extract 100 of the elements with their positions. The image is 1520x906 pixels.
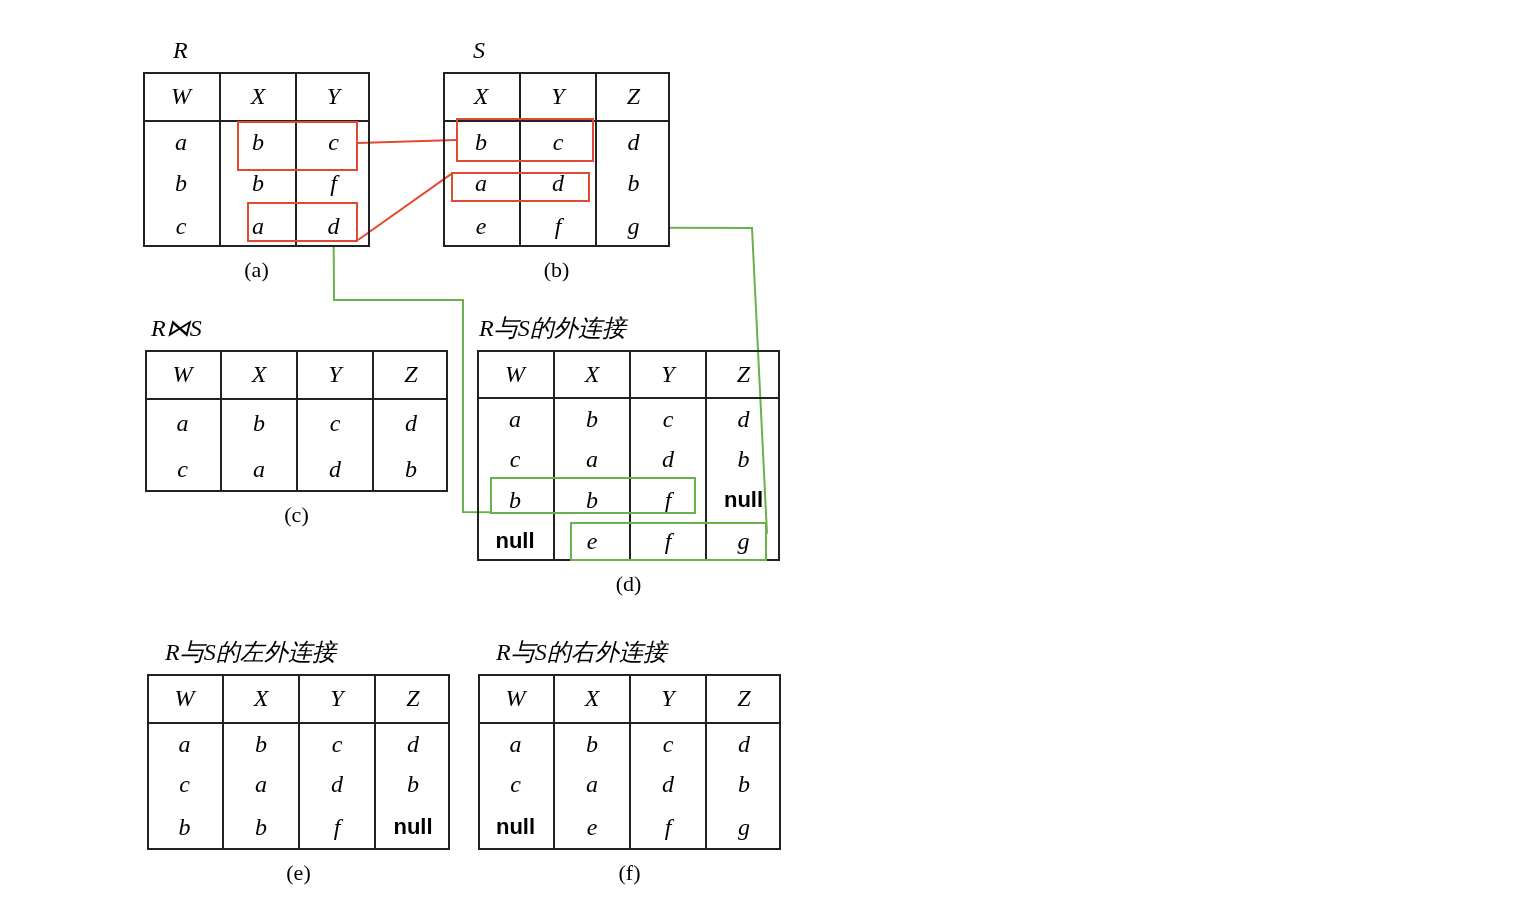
table-title: R [173, 36, 188, 65]
table-title: R与S的左外连接 [165, 638, 336, 667]
table-cell: a [475, 170, 487, 196]
table-cell: e [586, 527, 598, 554]
column-header: W [174, 685, 195, 711]
table-cell: f [554, 212, 562, 239]
column-header: Y [326, 83, 341, 109]
table-cell: f [664, 486, 672, 513]
table-cell: a [252, 212, 264, 239]
table-cell: f [664, 527, 672, 554]
table-title: R与S的外连接 [479, 314, 626, 343]
table-cell: d [737, 405, 750, 432]
table-caption: (c) [284, 502, 309, 528]
column-header: X [584, 360, 600, 387]
table-cell: c [177, 455, 188, 482]
table-cell: d [738, 730, 750, 757]
column-header: Y [328, 361, 342, 387]
table-cell: e [586, 814, 598, 840]
table-cell: c [179, 770, 190, 797]
highlight-box [237, 121, 358, 171]
table-cell: d [662, 770, 674, 797]
table-caption: (d) [615, 571, 642, 597]
table-cell: a [509, 730, 522, 757]
table-title: R⋈S [151, 314, 202, 343]
table-cell: b [405, 455, 417, 482]
connector-line [669, 226, 768, 535]
table-cell: a [253, 455, 265, 482]
table-cell: b [586, 486, 598, 513]
table-cell: d [552, 170, 564, 196]
table-cell: a [178, 730, 191, 757]
connector-line [357, 139, 457, 144]
column-header: Y [661, 685, 675, 711]
table-cell: g [737, 527, 750, 554]
table-cell: b [252, 129, 264, 155]
column-header: Y [330, 685, 344, 711]
table-cell: f [333, 814, 341, 840]
column-header: Z [626, 83, 641, 109]
column-header: W [505, 685, 526, 711]
table-title: S [473, 36, 485, 65]
column-header: X [584, 685, 600, 711]
table-cell: c [331, 730, 343, 757]
table-cell: c [329, 409, 341, 436]
highlight-box [451, 172, 590, 202]
table-cell: b [178, 814, 191, 840]
table-cell: d [627, 129, 640, 155]
table-caption: (a) [244, 257, 269, 283]
column-header: Y [551, 83, 565, 109]
table-caption: (b) [543, 257, 570, 283]
connector-line [357, 173, 452, 241]
table-cell: null [495, 814, 536, 840]
highlight-box [570, 522, 767, 561]
table-cell: c [328, 129, 339, 155]
highlight-box [456, 118, 594, 162]
table-cell: d [405, 409, 417, 436]
table-caption: (e) [286, 860, 311, 886]
column-header: Z [404, 361, 418, 387]
table-cell: g [738, 814, 750, 840]
column-header: X [473, 83, 489, 109]
table-cell: b [255, 730, 267, 757]
table-cell: null [495, 527, 535, 554]
table-cell: b [627, 170, 640, 196]
column-header: X [253, 685, 269, 711]
table-title: R与S的右外连接 [496, 638, 667, 667]
column-header: X [251, 361, 267, 387]
table-cell: c [509, 445, 521, 472]
column-header: Z [406, 685, 420, 711]
table-cell: b [737, 445, 750, 472]
table-cell: b [586, 730, 598, 757]
table-cell: e [475, 212, 487, 239]
table-cell: c [552, 129, 564, 155]
table-cell: c [510, 770, 521, 797]
table-cell: b [252, 170, 264, 196]
table-cell: a [509, 405, 521, 432]
table-cell: a [586, 445, 598, 472]
table-cell: a [255, 770, 267, 797]
table-cell: a [176, 409, 189, 436]
table-cell: b [509, 486, 521, 513]
table-cell: d [331, 770, 343, 797]
table-cell: a [586, 770, 598, 797]
table-cell: g [627, 212, 640, 239]
column-header: W [505, 360, 525, 387]
table-cell: c [662, 405, 674, 432]
table-cell: d [662, 445, 674, 472]
column-header: X [250, 83, 266, 109]
table-cell: null [393, 814, 433, 840]
connector-line [332, 246, 491, 514]
highlight-box [247, 202, 358, 242]
table-cell: c [662, 730, 674, 757]
table-cell: b [475, 129, 487, 155]
table-caption: (f) [618, 860, 641, 886]
column-header: Z [736, 360, 751, 387]
table-cell: b [738, 770, 750, 797]
table-cell: d [407, 730, 419, 757]
column-header: W [171, 83, 191, 109]
column-header: Z [737, 685, 751, 711]
table-cell: c [175, 212, 187, 239]
table-cell: d [329, 455, 341, 482]
highlight-box [490, 477, 696, 514]
table-cell: b [407, 770, 419, 797]
table-cell: d [327, 212, 340, 239]
